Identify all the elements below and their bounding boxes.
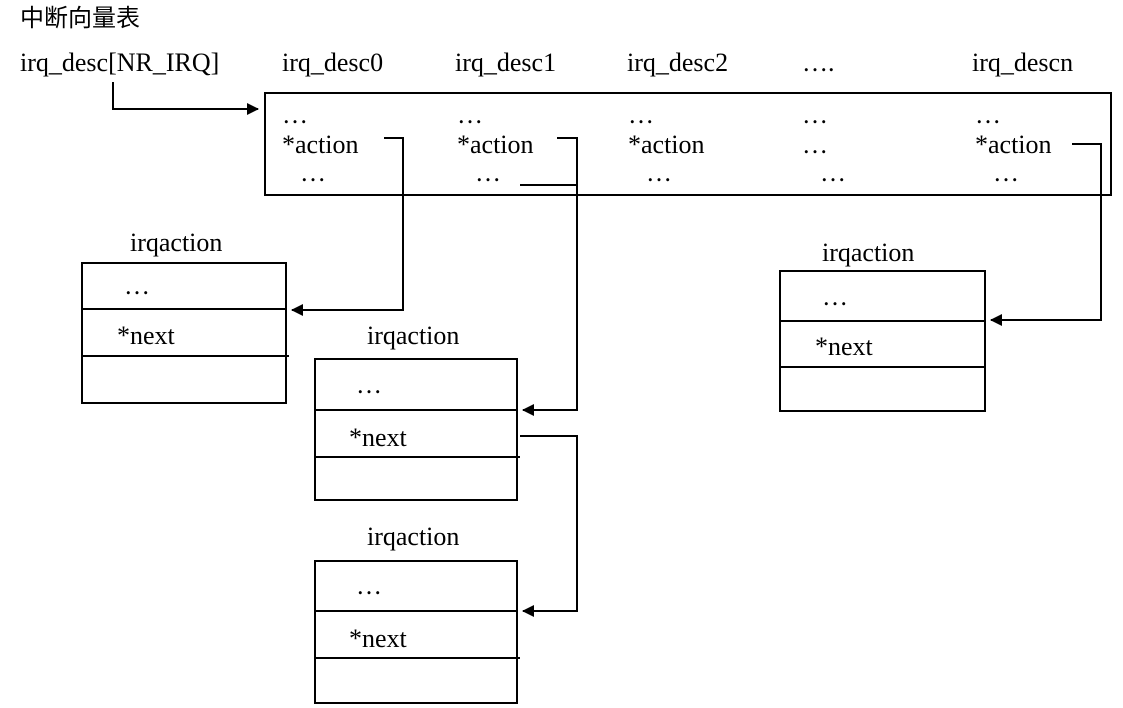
column-header-irq-desc2: irq_desc2	[627, 48, 729, 77]
irqaction-b-next-field: *next	[349, 423, 407, 452]
irqaction-a-label: irqaction	[130, 228, 223, 257]
irqaction-a-divider-1	[81, 308, 287, 310]
irqaction-c-divider-2	[314, 657, 520, 659]
irqaction-c-label: irqaction	[367, 522, 460, 551]
irqaction-c-box	[314, 560, 518, 704]
column-header-irq-descn: irq_descn	[972, 48, 1074, 77]
column-header-ellipsis: ….	[802, 48, 835, 77]
desc1-action-field: *action	[457, 130, 534, 159]
irqaction-b-label: irqaction	[367, 321, 460, 350]
desc0-action-field: *action	[282, 130, 359, 159]
irqaction-a-ellipsis-field: …	[124, 271, 150, 300]
desc2-row-ellipsis-top: …	[628, 100, 654, 129]
irqaction-a-box	[81, 262, 287, 404]
irqaction-d-divider-2	[779, 366, 986, 368]
irqaction-b-box	[314, 358, 518, 501]
descn-row-ellipsis-top: …	[975, 100, 1001, 129]
desc-ellipsis-row-bottom: …	[820, 158, 846, 187]
irqaction-b-divider-1	[314, 409, 518, 411]
irqaction-b-ellipsis-field: …	[356, 370, 382, 399]
desc1-row-ellipsis-top: …	[457, 100, 483, 129]
desc-ellipsis-row-middle: …	[802, 130, 828, 159]
irqaction-d-next-field: *next	[815, 332, 873, 361]
descn-action-to-irqaction-d-arrow	[990, 143, 1102, 326]
irqaction-c-next-field: *next	[349, 624, 407, 653]
desc-ellipsis-row-top: …	[802, 100, 828, 129]
irq-desc-array-label: irq_desc[NR_IRQ]	[20, 48, 220, 77]
array-to-table-arrow	[112, 82, 259, 115]
irqaction-c-ellipsis-field: …	[356, 571, 382, 600]
desc0-row-ellipsis-bottom: …	[300, 158, 326, 187]
column-header-irq-desc1: irq_desc1	[455, 48, 557, 77]
diagram-title: 中断向量表	[20, 4, 140, 32]
irqaction-d-ellipsis-field: …	[822, 282, 848, 311]
irqaction-d-label: irqaction	[822, 238, 915, 267]
desc0-action-to-irqaction-a-arrow	[291, 137, 404, 316]
irqaction-b-divider-2	[314, 456, 520, 458]
irq-desc-table	[264, 92, 1112, 196]
irqaction-b-next-to-irqaction-c-arrow	[520, 435, 578, 617]
desc1-row-ellipsis-bottom: …	[475, 158, 501, 187]
desc2-action-field: *action	[628, 130, 705, 159]
irqaction-a-next-field: *next	[117, 321, 175, 350]
column-header-irq-desc0: irq_desc0	[282, 48, 384, 77]
irqaction-c-divider-1	[314, 610, 518, 612]
desc0-row-ellipsis-top: …	[282, 100, 308, 129]
irqaction-a-divider-2	[81, 355, 289, 357]
desc2-row-ellipsis-bottom: …	[646, 158, 672, 187]
irqaction-d-box	[779, 270, 986, 412]
irqaction-d-divider-1	[779, 320, 986, 322]
descn-row-ellipsis-bottom: …	[993, 158, 1019, 187]
descn-action-field: *action	[975, 130, 1052, 159]
desc1-action-to-irqaction-b-arrow	[522, 137, 578, 416]
